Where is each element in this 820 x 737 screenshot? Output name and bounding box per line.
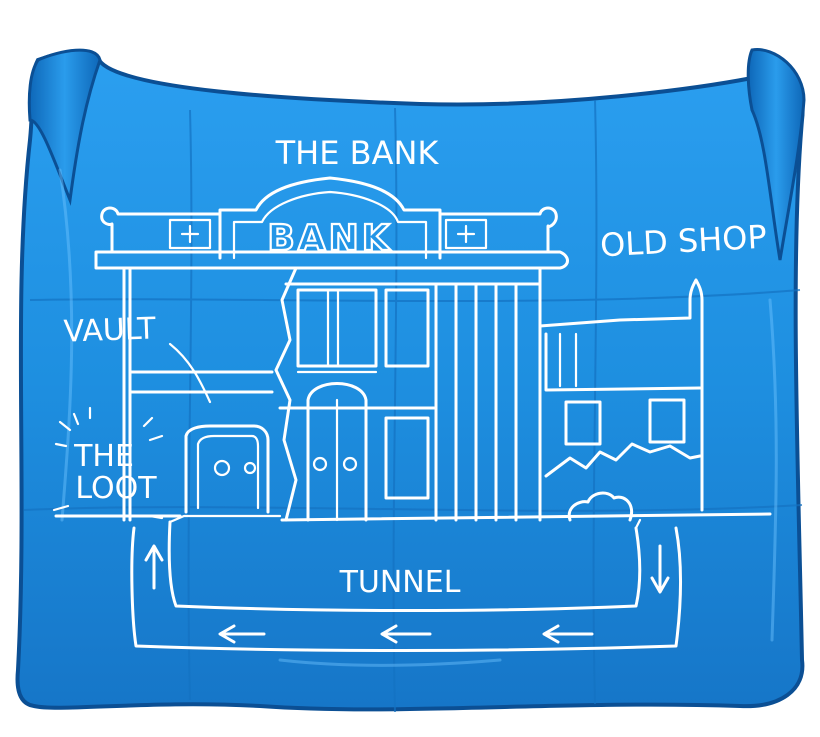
tunnel-inner: [167, 520, 642, 612]
door-knob-left: [312, 456, 328, 472]
vault-door: [184, 424, 270, 514]
arrow-down-icon: [650, 544, 670, 594]
cut-away-edge: [274, 266, 298, 522]
left-plus-icon: [180, 224, 200, 244]
arrow-left-icon: [218, 624, 266, 644]
right-plus-panel: [444, 218, 488, 250]
arrow-up-icon: [144, 544, 164, 590]
shop-window-left: [564, 400, 602, 446]
columns: [434, 282, 518, 522]
loot-label-line2: LOOT: [75, 471, 157, 506]
right-parapet: [438, 206, 558, 254]
left-curl: [27, 48, 102, 206]
vault-door-inner: [196, 434, 260, 510]
paper-highlights: [58, 168, 778, 667]
bank-door: [306, 382, 368, 522]
upper-window-mullions: [296, 288, 378, 374]
shop-roof-line: [544, 332, 702, 392]
bank-cornice: [94, 250, 569, 270]
right-plus-icon: [456, 224, 476, 244]
vault-dial: [213, 459, 231, 477]
arrow-left-icon: [542, 624, 594, 644]
left-plus-panel: [168, 218, 212, 250]
upper-window-right: [384, 288, 430, 368]
blueprint-paper: [15, 48, 806, 713]
bank-building: BANK: [52, 176, 569, 522]
old-shop-label: OLD SHOP: [599, 218, 767, 265]
tunnel: [130, 514, 682, 652]
bank-pediment: [218, 176, 442, 260]
shop-roof-chimney: [538, 278, 704, 512]
bush: [567, 491, 633, 522]
shop-broken-wall: [544, 442, 702, 478]
loot-sparkles: [52, 406, 164, 520]
vault-shelf: [128, 370, 274, 394]
tunnel-outer: [130, 526, 682, 652]
arrow-left-icon: [380, 624, 432, 644]
ground-line: [54, 512, 772, 522]
bank-title-label: THE BANK: [275, 134, 440, 172]
shop-window-right: [648, 398, 686, 444]
vault-pointer: [168, 342, 212, 404]
bank-pediment-inner: [232, 190, 428, 260]
vault-handle: [243, 461, 257, 475]
right-curl: [746, 48, 806, 261]
vault-label: VAULT: [63, 311, 157, 349]
door-knob-right: [342, 456, 358, 472]
shop-siding: [558, 332, 578, 388]
lower-window-right: [384, 416, 430, 500]
left-parapet: [100, 206, 222, 254]
tunnel-entry: [168, 514, 642, 530]
paper-sheet: [15, 50, 805, 712]
tunnel-label: TUNNEL: [339, 565, 461, 600]
old-shop: [538, 278, 704, 522]
